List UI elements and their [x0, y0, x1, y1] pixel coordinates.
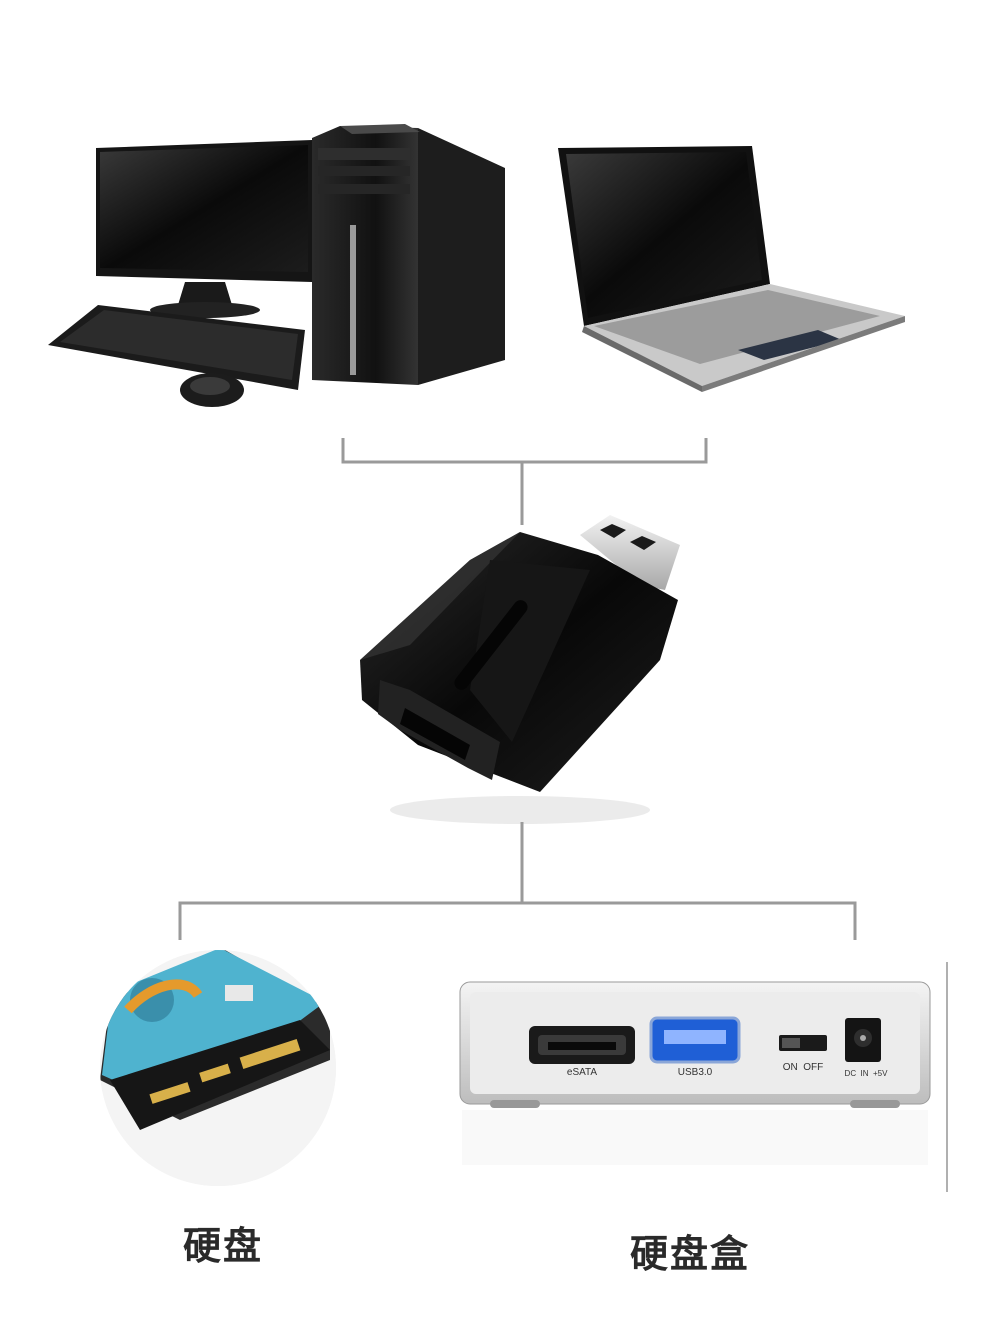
esata-port: [529, 1026, 635, 1064]
hard-drive-label: 硬盘: [183, 1224, 264, 1268]
hard-drive-enclosure-label: 硬盘盒: [630, 1232, 751, 1276]
keyboard: [48, 305, 305, 390]
power-switch: [779, 1035, 827, 1051]
connector-lines-top: [341, 438, 708, 525]
dc-jack: [845, 1018, 881, 1062]
laptop-image: [558, 146, 905, 392]
usb3-port: [649, 1016, 741, 1064]
pc-tower: [312, 124, 505, 385]
hard-drive-enclosure-image: [459, 962, 948, 1192]
dc-in-label: DC IN +5V: [845, 1069, 889, 1078]
esata-usb-adapter-image: [360, 515, 680, 824]
monitor: [96, 140, 312, 318]
connector-lines-bottom: [178, 822, 857, 940]
usb-port-label: USB3.0: [678, 1067, 713, 1078]
desktop-computer-image: [48, 124, 505, 407]
hard-drive-image: [100, 950, 336, 1186]
esata-port-label: eSATA: [567, 1067, 598, 1078]
switch-label: ON OFF: [783, 1062, 824, 1073]
